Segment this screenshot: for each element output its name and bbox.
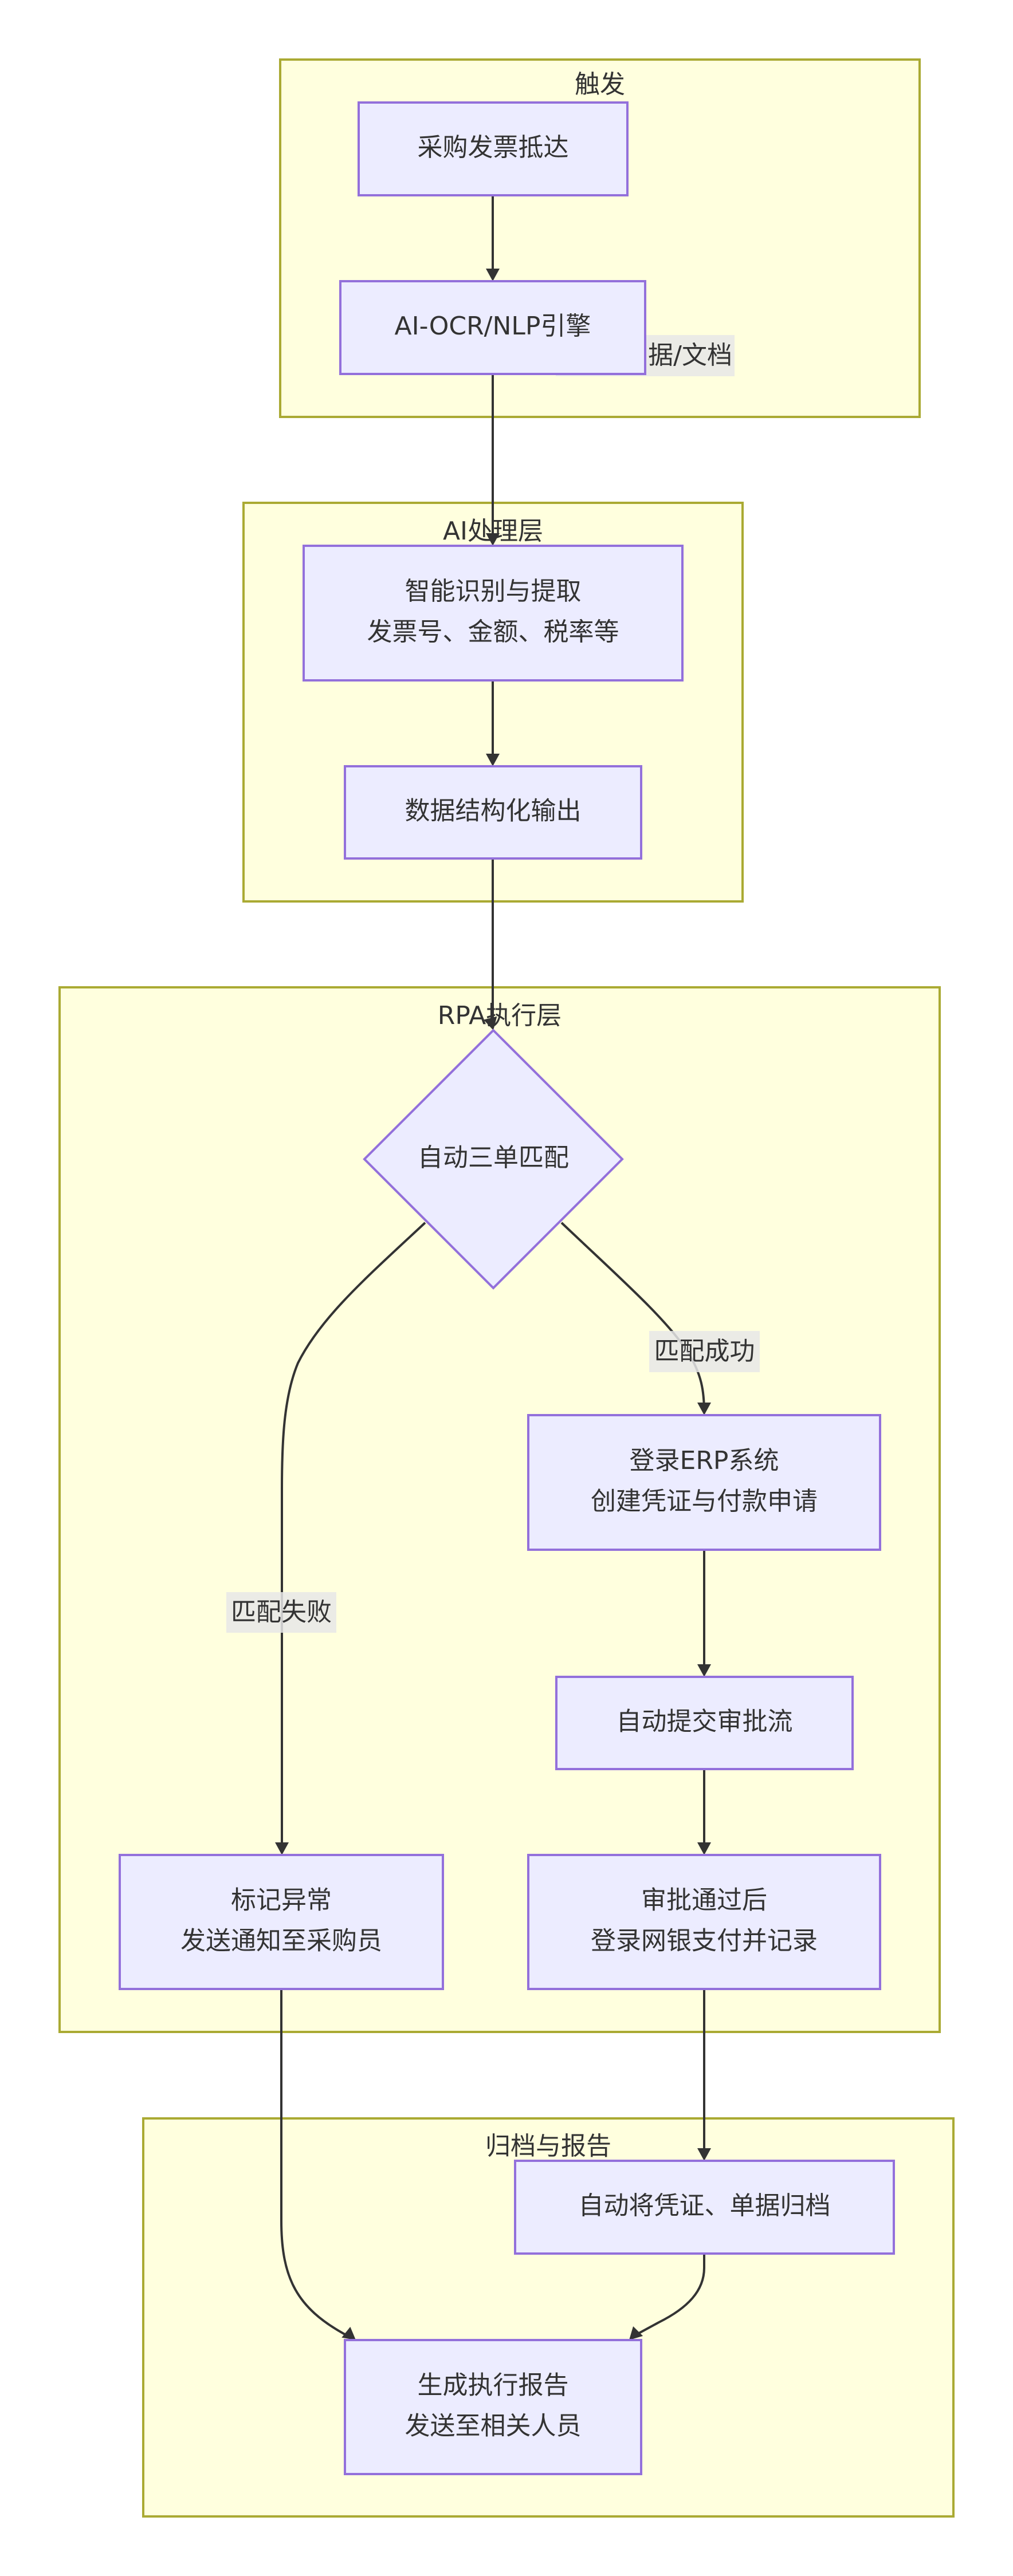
edge-n2-to-n3: [486, 374, 500, 546]
process-box[interactable]: [527, 1414, 881, 1551]
arrowhead-icon: [275, 1842, 289, 1855]
edge-label-text: 据/文档: [648, 341, 732, 370]
node-label-line: 发送至相关人员: [405, 2412, 582, 2441]
decision-diamond[interactable]: [363, 1029, 624, 1290]
process-box[interactable]: [344, 2339, 642, 2475]
node-label-line: 自动三单匹配: [418, 1143, 569, 1172]
arrowhead-icon: [484, 1016, 497, 1030]
edge-label: 匹配成功: [649, 1331, 760, 1372]
process-box[interactable]: [555, 1676, 854, 1770]
node-n2[interactable]: AI-OCR/NLP引擎: [339, 280, 646, 375]
node-n7[interactable]: 自动提交审批流: [555, 1676, 854, 1770]
edge-n10-to-n11: [629, 2254, 705, 2340]
arrowhead-icon: [486, 533, 500, 546]
process-box[interactable]: [339, 280, 646, 375]
edge-n3-to-n4: [486, 680, 500, 766]
edge-label-text: 匹配失败: [231, 1598, 332, 1627]
node-label-line: AI-OCR/NLP引擎: [395, 312, 591, 341]
arrowhead-icon: [629, 2326, 643, 2340]
cluster-title: 归档与报告: [485, 2132, 611, 2161]
node-label-line: 采购发票抵达: [418, 133, 569, 162]
edge-n5-to-n9: [275, 1222, 426, 1855]
node-label-line: 登录网银支付并记录: [591, 1927, 818, 1956]
arrowhead-icon: [697, 2148, 711, 2161]
node-n4[interactable]: 数据结构化输出: [344, 765, 642, 860]
edge-n6-to-n7: [697, 1550, 711, 1677]
node-label-line: 登录ERP系统: [630, 1446, 779, 1475]
nodes-layer: 采购发票抵达 AI-OCR/NLP引擎智能识别与提取发票号、金额、税率等数据结构化…: [119, 101, 895, 2475]
node-label-line: 数据结构化输出: [405, 797, 582, 826]
edge-n8-to-n10: [697, 1989, 711, 2161]
edge-label: 匹配失败: [226, 1592, 336, 1633]
node-label-line: 发送通知至采购员: [180, 1927, 382, 1956]
arrowhead-icon: [486, 754, 500, 766]
edge-line: [280, 1989, 354, 2339]
process-box[interactable]: [303, 545, 684, 682]
edge-line: [632, 2254, 705, 2338]
process-box[interactable]: [527, 1854, 881, 1990]
node-label-line: 生成执行报告: [418, 2371, 569, 2400]
edge-n4-to-n5: [484, 858, 497, 1030]
edge-label-text: 匹配成功: [654, 1337, 755, 1366]
node-label-line: 标记异常: [231, 1886, 332, 1915]
node-label-line: 发票号、金额、税率等: [367, 617, 619, 647]
edge-n1-to-n2: [486, 195, 500, 281]
node-n10[interactable]: 自动将凭证、单据归档: [514, 2160, 895, 2255]
node-n5[interactable]: 自动三单匹配: [363, 1029, 624, 1290]
node-label-line: 自动提交审批流: [617, 1707, 793, 1736]
edges-layer: [275, 195, 711, 2340]
arrowhead-icon: [697, 1403, 711, 1415]
node-label-line: 审批通过后: [641, 1886, 767, 1915]
edge-n9-to-n11: [280, 1989, 356, 2340]
process-box[interactable]: [344, 765, 642, 860]
node-n1[interactable]: 采购发票抵达: [358, 101, 629, 196]
node-label-line: 创建凭证与付款申请: [591, 1487, 818, 1516]
edge-n7-to-n8: [697, 1769, 711, 1855]
edge-line: [281, 1222, 426, 1853]
node-label-line: 智能识别与提取: [405, 577, 582, 606]
process-box[interactable]: [119, 1854, 444, 1990]
arrowhead-icon: [341, 2326, 356, 2340]
edge-label-background: [649, 1331, 760, 1372]
process-box[interactable]: [514, 2160, 895, 2255]
arrowhead-icon: [697, 1842, 711, 1855]
process-box[interactable]: [358, 101, 629, 196]
arrowhead-icon: [697, 1664, 711, 1677]
arrowhead-icon: [486, 269, 500, 281]
edge-label-background: [226, 1592, 336, 1633]
node-label-line: 自动将凭证、单据归档: [579, 2191, 831, 2220]
cluster-title: 触发: [575, 70, 625, 99]
cluster-title: RPA执行层: [438, 1001, 562, 1030]
